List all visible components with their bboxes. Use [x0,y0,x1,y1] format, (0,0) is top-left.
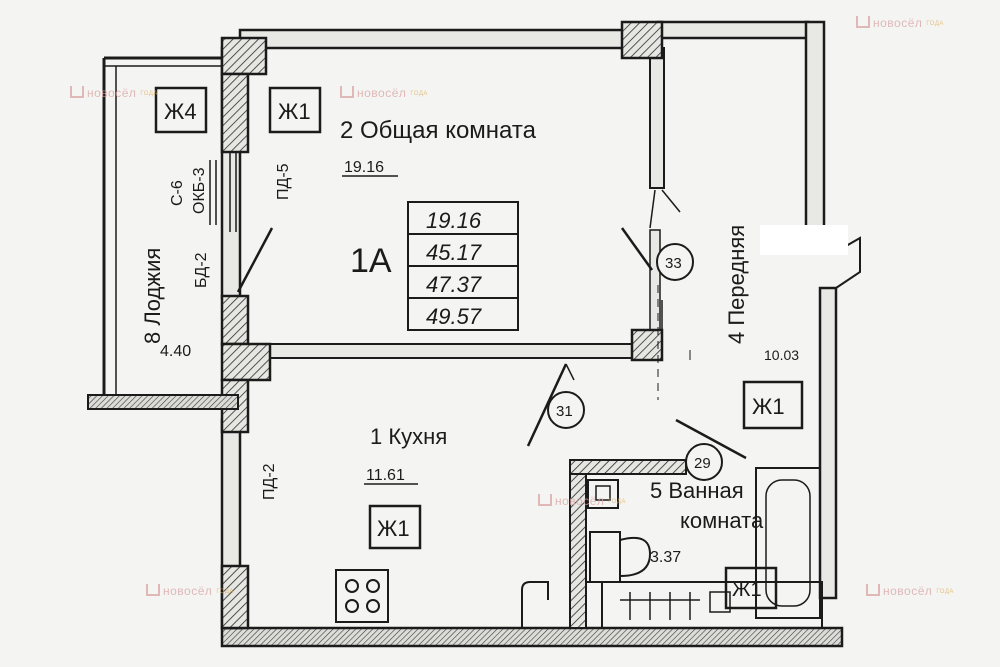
door-number-29: 29 [694,455,711,472]
watermark-text: новосёл [357,86,407,100]
mark-pd5: ПД-5 [275,163,292,200]
loggia-label: 8 Лоджия [140,248,165,344]
house-icon [70,86,84,98]
hall-area: 10.03 [764,347,799,363]
area-total-3: 47.37 [426,272,482,297]
mark-zh-bath: Ж1 [732,579,762,601]
kitchen-fixtures [335,569,549,628]
watermark-badge: ГОДА [608,499,626,505]
bath-label-line2: комната [680,508,764,533]
mark-pd2: ПД-2 [261,463,278,500]
house-icon [866,584,880,596]
stove-icon [335,569,389,623]
mark-zh1-living: Ж1 [278,99,311,124]
living-room-area: 19.16 [344,159,384,176]
plan-labels: 2 Общая комната 19.16 1А 19.16 45.17 47.… [140,99,799,601]
mark-zh4: Ж4 [164,99,197,124]
watermark-badge: ГОДА [410,91,428,97]
mark-okb3: ОКБ-3 [191,167,208,214]
door-number-33: 33 [665,255,682,272]
house-icon [856,16,870,28]
exterior-walls [220,20,844,648]
mark-boxes [154,86,804,610]
area-table [407,201,519,331]
watermark-badge: ГОДА [140,91,158,97]
watermark-badge: ГОДА [216,589,234,595]
living-room-label: 2 Общая комната [340,117,537,144]
area-total-2: 45.17 [426,240,482,265]
mark-zh1-kitchen: Ж1 [377,516,410,541]
mark-zh1-hall: Ж1 [752,394,785,419]
watermark-text: новосёл [163,584,213,598]
watermark-text: новосёл [555,494,605,508]
mark-bd2: БД-2 [193,252,210,288]
watermark-text: новосёл [883,584,933,598]
area-total-1: 19.16 [426,208,482,233]
bath-label-line1: 5 Ванная [650,478,744,503]
area-total-4: 49.57 [426,304,482,329]
watermark-text: новосёл [873,16,923,30]
kitchen-label: 1 Кухня [370,424,447,449]
door-swings [526,189,861,460]
sink-icon [521,581,549,628]
door-number-circles [547,243,723,481]
apartment-type: 1А [350,242,392,280]
structural-columns [220,20,664,630]
house-icon [538,494,552,506]
bath-area: 3.37 [650,549,681,566]
door-number-31: 31 [556,403,573,420]
kitchen-area: 11.61 [366,467,405,484]
watermark-text: новосёл [87,86,137,100]
watermark-badge: ГОДА [926,21,944,27]
mark-c6: С-6 [169,180,186,206]
bathroom [569,285,823,629]
watermark-badge: ГОДА [936,589,954,595]
loggia-area: 4.40 [160,343,191,360]
loggia [87,56,274,410]
house-icon [146,584,160,596]
house-icon [340,86,354,98]
hall-label: 4 Передняя [724,225,749,344]
